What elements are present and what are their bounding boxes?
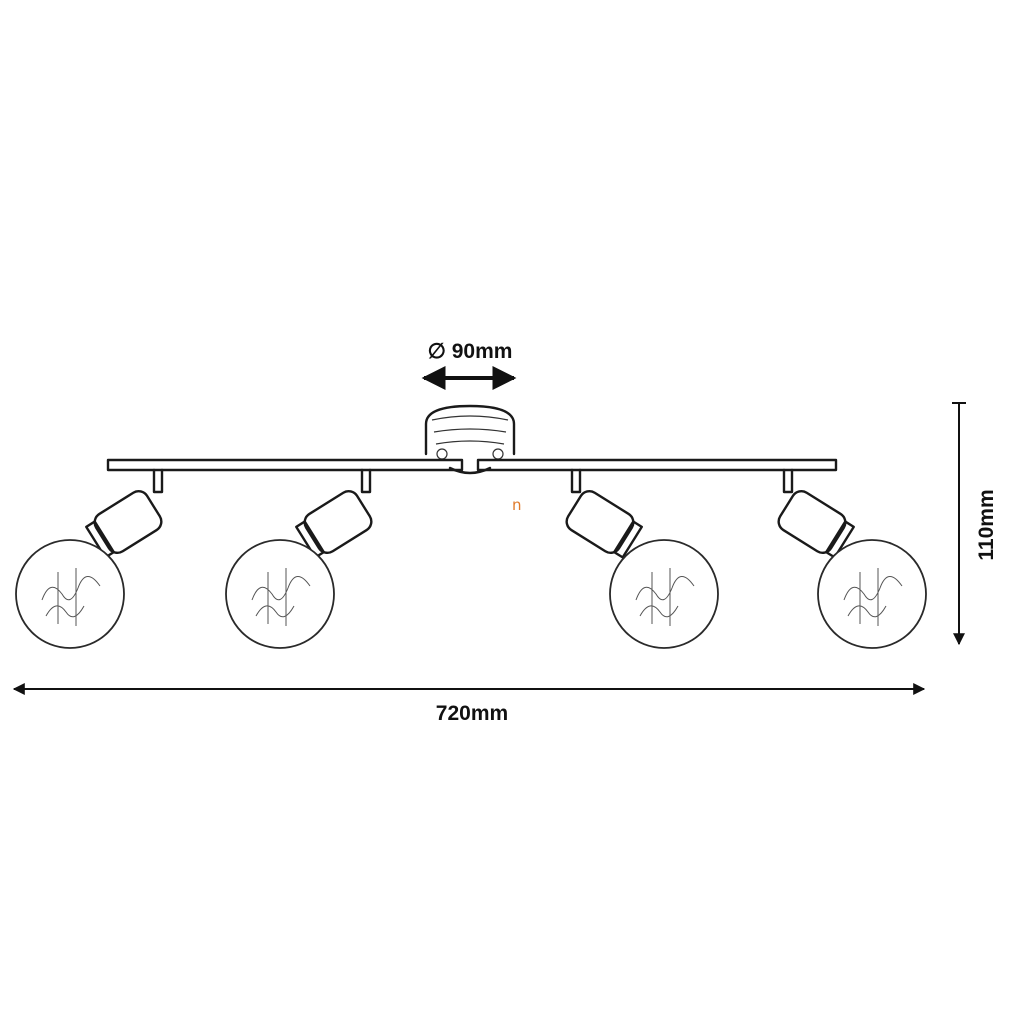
bulb-1 <box>15 539 125 649</box>
watermark-mark: n <box>512 496 522 514</box>
diameter-label: ∅ 90mm <box>428 340 513 363</box>
mounting-bar <box>106 458 838 472</box>
bulb-2 <box>225 539 335 649</box>
width-label: 720mm <box>436 702 508 725</box>
spot-4 <box>777 468 927 649</box>
spot-1 <box>15 468 164 649</box>
width-dimension: 720mm <box>12 683 926 725</box>
bulb-4 <box>817 539 927 649</box>
spot-3 <box>565 468 719 649</box>
bulb-3 <box>609 539 719 649</box>
diameter-dimension: ∅ 90mm <box>421 340 517 390</box>
height-dimension: 110mm <box>952 402 998 646</box>
height-label: 110mm <box>975 489 998 560</box>
spot-2 <box>225 468 373 649</box>
ceiling-canopy <box>424 404 516 475</box>
